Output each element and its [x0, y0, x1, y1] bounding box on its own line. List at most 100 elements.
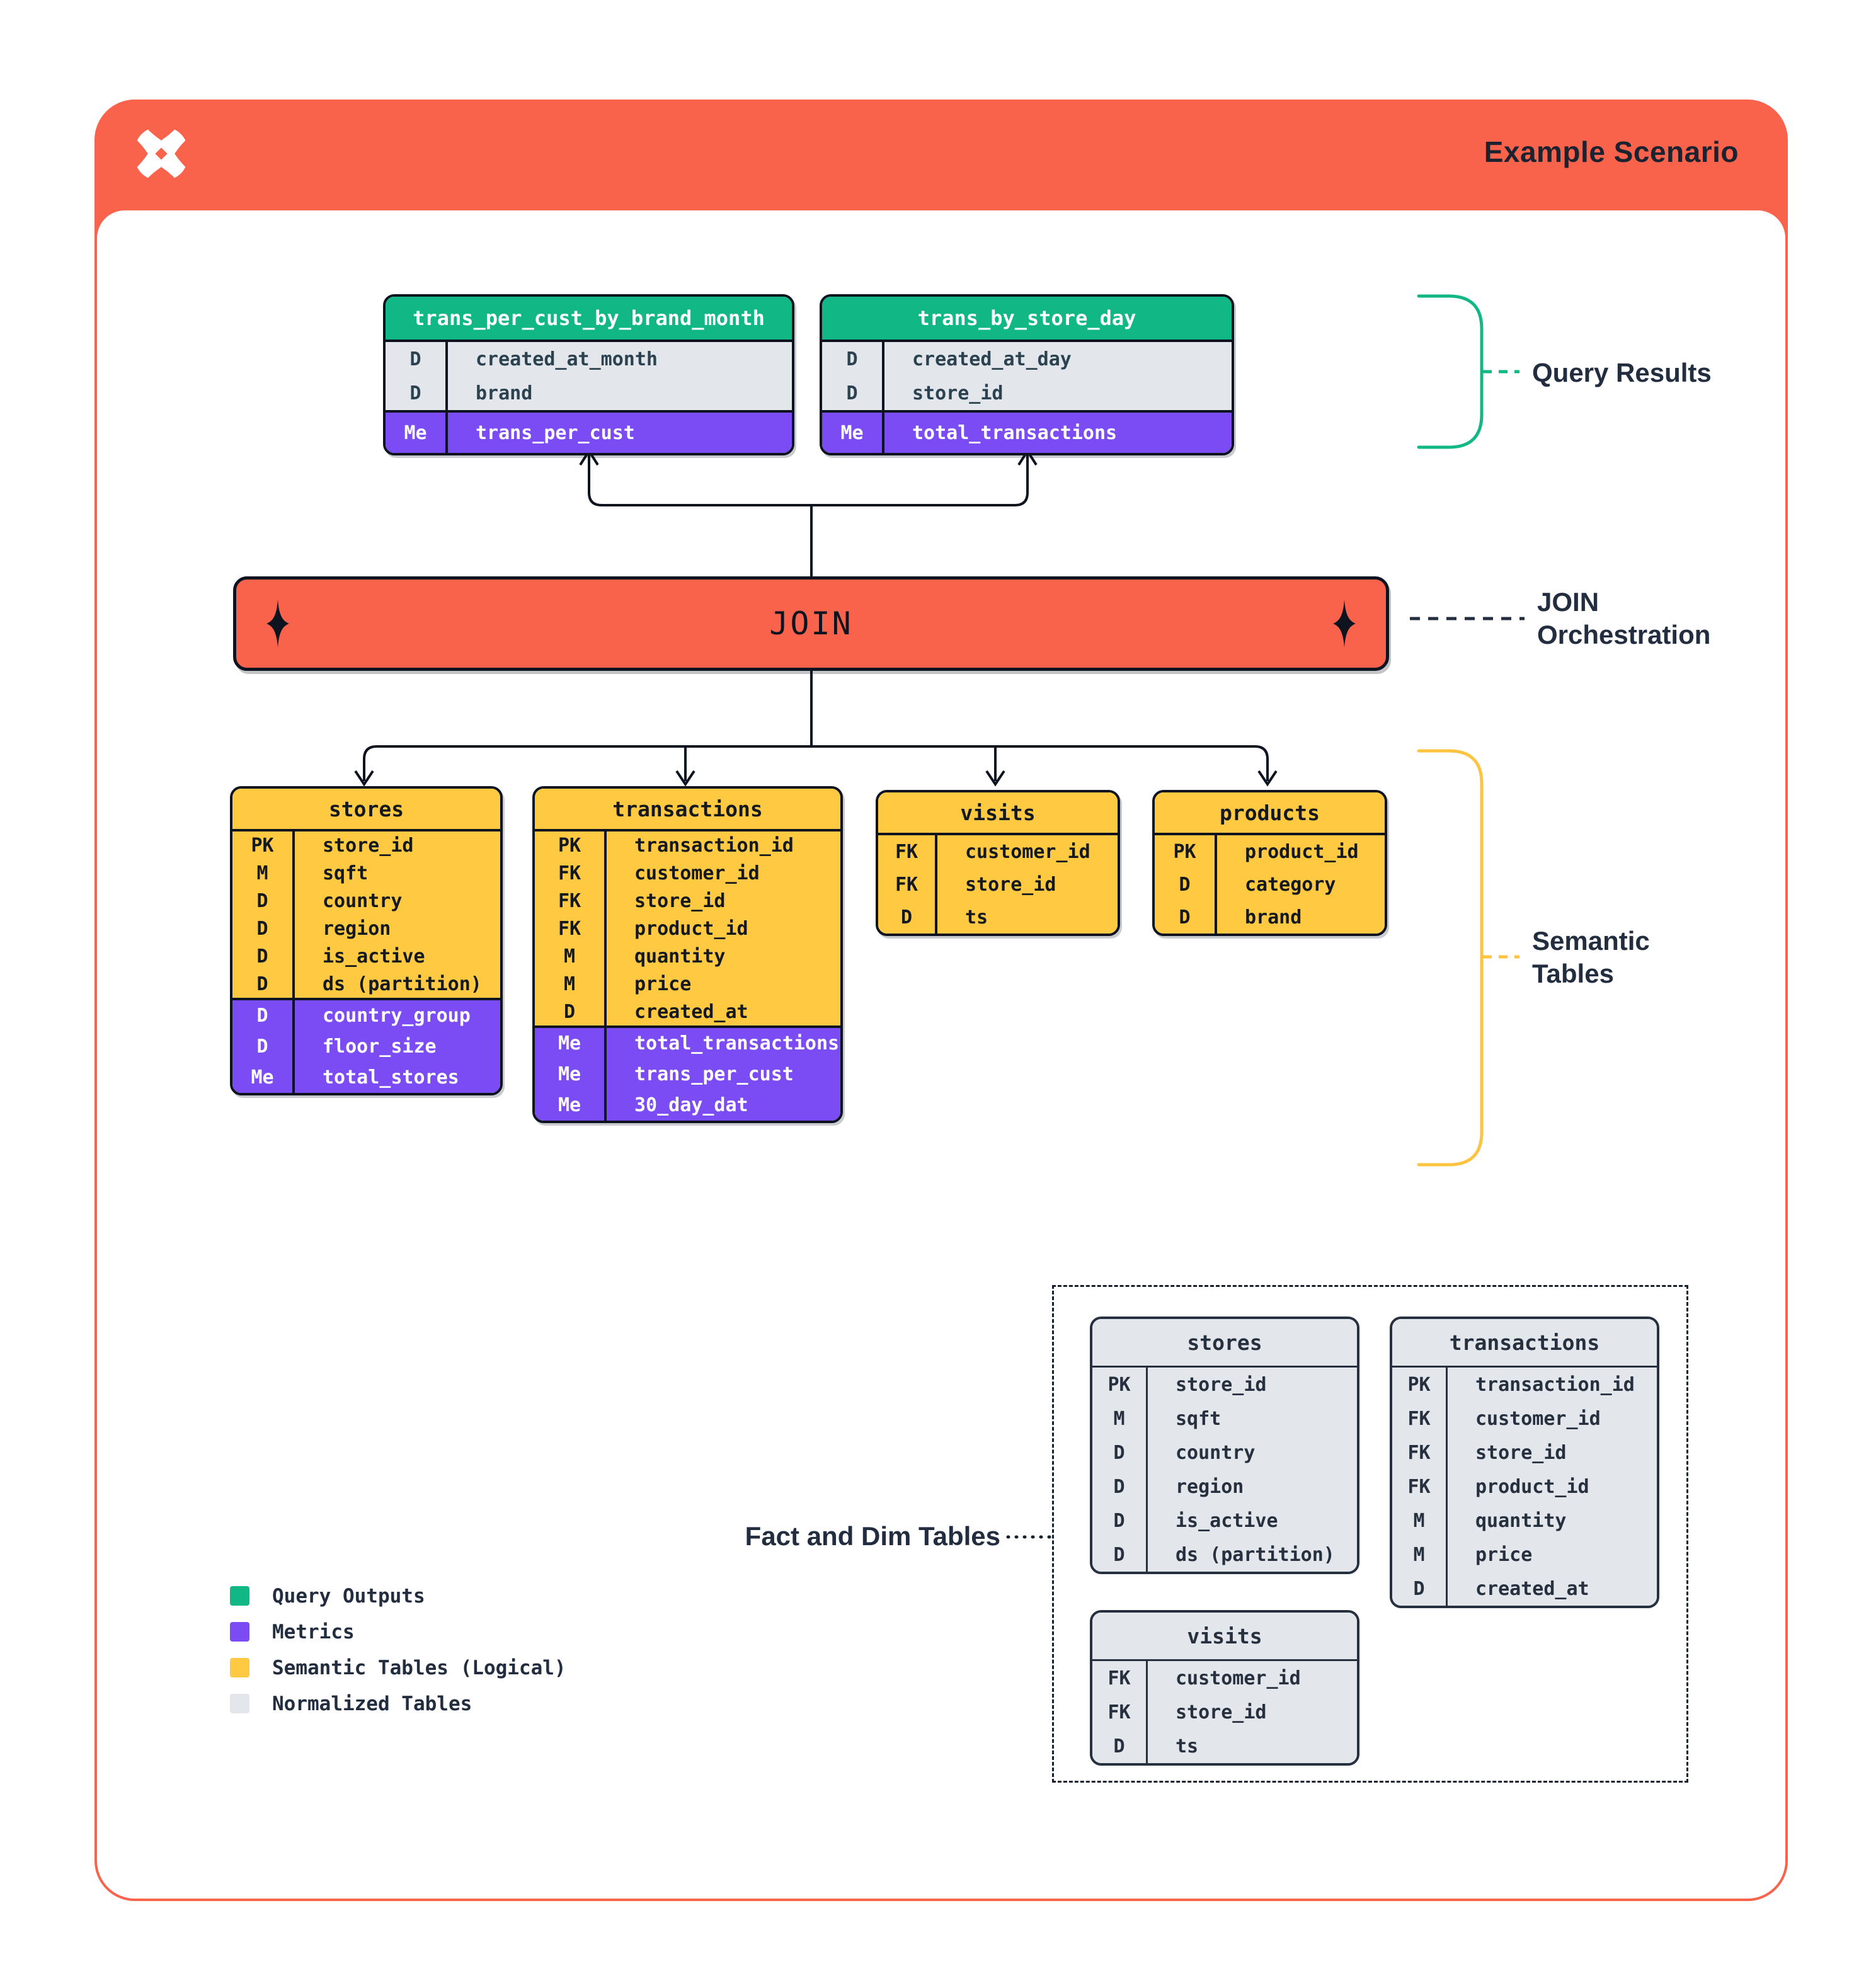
row-label: total_transactions — [912, 421, 1118, 444]
table-rows: PK transaction_id FK customer_id FK stor… — [535, 831, 840, 1121]
row-key: D — [1092, 1504, 1148, 1538]
table-row: PK product_id — [1155, 835, 1385, 868]
table-row: Me trans_per_cust — [535, 1059, 840, 1090]
row-key: D — [232, 887, 295, 915]
row-label: customer_id — [634, 862, 760, 884]
row-label: region — [323, 917, 391, 940]
legend-swatch-icon — [230, 1622, 249, 1642]
row-key: FK — [535, 887, 607, 915]
fact-dim-container — [1052, 1285, 1688, 1783]
row-label: sqft — [323, 862, 369, 884]
row-key: D — [1092, 1436, 1148, 1470]
table-row: Me 30_day_dat — [535, 1090, 840, 1121]
table-rows: D created_at_month D brand Me trans_per_… — [386, 342, 792, 453]
row-key: M — [535, 970, 607, 998]
row-label: ds (partition) — [323, 973, 482, 995]
row-label: country — [323, 889, 403, 912]
semantic-tables-label: Semantic Tables — [1532, 925, 1650, 990]
table-row: FK store_id — [535, 887, 840, 915]
legend-label: Semantic Tables (Logical) — [272, 1656, 566, 1679]
table-row: FK store_id — [1392, 1436, 1657, 1470]
row-label: ts — [1176, 1735, 1199, 1757]
normalized-table-visits: visits FK customer_id FK store_id D ts — [1090, 1610, 1359, 1766]
row-label: transaction_id — [1475, 1373, 1635, 1396]
row-key: Me — [822, 413, 884, 453]
row-key: FK — [535, 915, 607, 942]
table-row: D brand — [386, 376, 792, 410]
row-key: Me — [535, 1090, 607, 1121]
fact-dim-label: Fact and Dim Tables — [745, 1521, 1000, 1551]
join-orchestration-label: JOIN Orchestration — [1537, 586, 1710, 651]
row-label: is_active — [1176, 1509, 1278, 1532]
semantic-table-visits: visits FK customer_id FK store_id D ts — [876, 790, 1120, 936]
table-row: M quantity — [535, 942, 840, 970]
row-key: FK — [878, 835, 937, 868]
table-row: FK store_id — [1092, 1695, 1357, 1729]
row-label: product_id — [634, 917, 748, 940]
row-label: store_id — [634, 889, 726, 912]
normalized-table-stores: stores PK store_id M sqft D country — [1090, 1317, 1359, 1574]
legend-swatch-icon — [230, 1658, 249, 1677]
row-key: Me — [232, 1062, 295, 1093]
row-key: FK — [1092, 1695, 1148, 1729]
row-key: D — [878, 901, 937, 934]
row-key: PK — [1155, 835, 1217, 868]
row-key: D — [232, 1031, 295, 1062]
row-label: 30_day_dat — [634, 1094, 748, 1116]
table-row: D category — [1155, 868, 1385, 901]
table-rows: PK transaction_id FK customer_id FK stor… — [1392, 1368, 1657, 1606]
semantic-table-transactions: transactions PK transaction_id FK custom… — [532, 786, 843, 1123]
table-row: FK store_id — [878, 868, 1118, 901]
row-label: brand — [476, 382, 533, 404]
table-row: PK transaction_id — [535, 831, 840, 859]
row-key: FK — [535, 859, 607, 887]
row-key: PK — [535, 831, 607, 859]
diamond-icon — [266, 600, 289, 648]
table-row: FK customer_id — [1092, 1661, 1357, 1695]
table-row: Me total_stores — [232, 1062, 500, 1093]
row-key: D — [232, 915, 295, 942]
legend-item: Query Outputs — [230, 1578, 566, 1614]
legend-swatch-icon — [230, 1586, 249, 1606]
table-row: PK store_id — [232, 831, 500, 859]
row-key: D — [1392, 1572, 1448, 1606]
table-title: trans_by_store_day — [822, 297, 1232, 342]
row-label: created_at — [634, 1000, 748, 1023]
table-row: D store_id — [822, 376, 1232, 410]
row-label: country_group — [323, 1005, 471, 1027]
join-orchestration-bar: JOIN — [233, 576, 1389, 671]
page-title: Example Scenario — [1484, 135, 1739, 168]
table-row: M sqft — [232, 859, 500, 887]
row-key: D — [1092, 1470, 1148, 1504]
row-label: quantity — [1475, 1509, 1567, 1532]
row-key: D — [1092, 1729, 1148, 1763]
legend: Query Outputs Metrics Semantic Tables (L… — [230, 1578, 566, 1722]
table-row: Me total_transactions — [535, 1025, 840, 1059]
row-key: D — [1155, 868, 1217, 901]
semantic-table-stores: stores PK store_id M sqft D country — [230, 786, 503, 1095]
table-row: M price — [1392, 1538, 1657, 1572]
row-label: floor_size — [323, 1036, 437, 1058]
table-row: PK store_id — [1092, 1368, 1357, 1402]
table-row: D region — [232, 915, 500, 942]
table-rows: PK store_id M sqft D country D region — [1092, 1368, 1357, 1572]
row-key: PK — [1092, 1368, 1148, 1402]
table-rows: PK store_id M sqft D country D region — [232, 831, 500, 1093]
row-label: store_id — [1176, 1373, 1267, 1396]
legend-label: Query Outputs — [272, 1584, 425, 1608]
legend-item: Normalized Tables — [230, 1686, 566, 1722]
row-key: D — [1155, 901, 1217, 934]
table-title: products — [1155, 792, 1385, 835]
row-key: FK — [1392, 1470, 1448, 1504]
table-title: trans_per_cust_by_brand_month — [386, 297, 792, 342]
row-label: price — [634, 973, 692, 995]
table-row: FK product_id — [535, 915, 840, 942]
row-label: sqft — [1176, 1407, 1222, 1430]
table-row: FK customer_id — [878, 835, 1118, 868]
legend-swatch-icon — [230, 1694, 249, 1713]
legend-label: Normalized Tables — [272, 1692, 472, 1715]
table-title: stores — [232, 789, 500, 831]
row-label: is_active — [323, 945, 425, 968]
row-key: PK — [1392, 1368, 1448, 1402]
join-orchestration-label-line1: JOIN — [1537, 587, 1599, 617]
